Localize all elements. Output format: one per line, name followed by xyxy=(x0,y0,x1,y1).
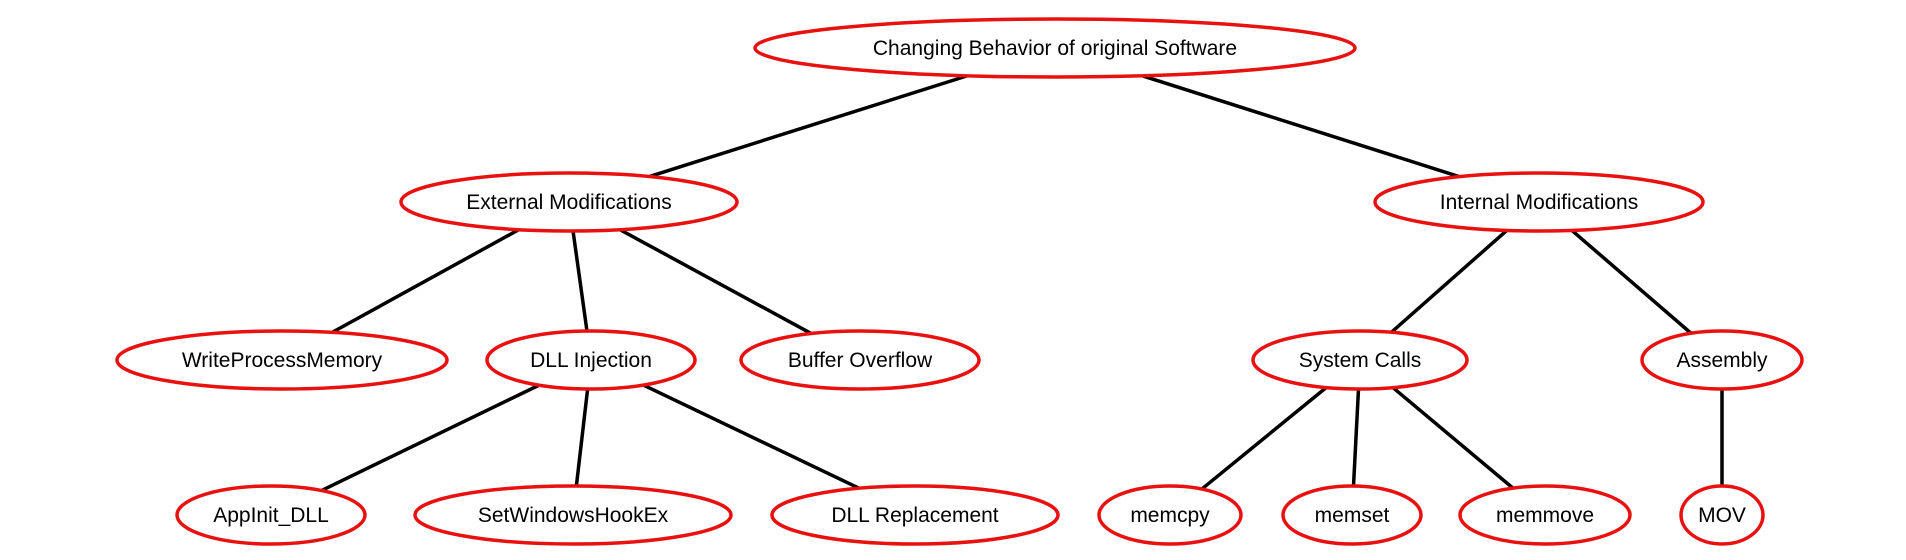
node-ellipse xyxy=(1251,329,1469,391)
edge-system_calls-to-memset xyxy=(1351,388,1361,487)
node-label: DLL Replacement xyxy=(831,504,998,527)
edge-dll_injection-to-dll_replacement xyxy=(642,383,860,490)
node-label: Buffer Overflow xyxy=(788,349,933,372)
edge-system_calls-to-memcpy xyxy=(1200,386,1328,491)
node-dll-replacement: DLL Replacement xyxy=(770,484,1060,546)
node-label: DLL Injection xyxy=(530,349,652,372)
node-memset: memset xyxy=(1281,484,1423,546)
node-label: MOV xyxy=(1698,504,1746,527)
edge-external-to-wpm xyxy=(331,228,520,334)
node-label: memcpy xyxy=(1130,504,1210,527)
node-label: Changing Behavior of original Software xyxy=(873,37,1237,60)
edge-root-to-external xyxy=(648,74,968,179)
node-appinit: AppInit_DLL xyxy=(175,484,367,546)
edge-external-to-buffer_overflow xyxy=(619,228,813,336)
node-ellipse xyxy=(413,484,733,546)
node-label: memmove xyxy=(1496,504,1594,527)
node-label: Internal Modifications xyxy=(1440,191,1638,214)
node-mov: MOV xyxy=(1679,484,1765,546)
node-label: Assembly xyxy=(1676,349,1768,372)
edge-internal-to-system_calls xyxy=(1390,229,1508,334)
node-ellipse xyxy=(399,171,739,233)
node-label: WriteProcessMemory xyxy=(182,349,383,372)
node-ellipse xyxy=(753,17,1357,79)
node-label: SetWindowsHookEx xyxy=(478,504,669,527)
node-system-calls: System Calls xyxy=(1251,329,1469,391)
node-label: External Modifications xyxy=(466,191,671,214)
edge-external-to-dll_injection xyxy=(571,230,589,332)
node-ellipse xyxy=(1373,171,1705,233)
node-ellipse xyxy=(739,329,981,391)
node-ellipse xyxy=(1458,484,1632,546)
edge-system_calls-to-memmove xyxy=(1391,386,1515,490)
edge-root-to-internal xyxy=(1141,74,1460,179)
node-assembly: Assembly xyxy=(1640,329,1804,391)
node-external: External Modifications xyxy=(399,171,739,233)
edges-layer xyxy=(320,74,1724,493)
node-dll-injection: DLL Injection xyxy=(485,329,697,391)
node-setwindowshookex: SetWindowsHookEx xyxy=(413,484,733,546)
node-ellipse xyxy=(175,484,367,546)
node-ellipse xyxy=(485,329,697,391)
node-ellipse xyxy=(1281,484,1423,546)
node-internal: Internal Modifications xyxy=(1373,171,1705,233)
edge-dll_injection-to-setwindowshookex xyxy=(574,388,590,487)
edge-internal-to-assembly xyxy=(1570,229,1693,335)
node-label: memset xyxy=(1315,504,1390,527)
node-ellipse xyxy=(1679,484,1765,546)
node-label: AppInit_DLL xyxy=(213,504,329,527)
node-ellipse xyxy=(1097,484,1243,546)
node-ellipse xyxy=(115,329,449,391)
node-buffer-overflow: Buffer Overflow xyxy=(739,329,981,391)
node-root: Changing Behavior of original Software xyxy=(753,17,1357,79)
node-label: System Calls xyxy=(1299,349,1422,372)
edge-dll_injection-to-appinit xyxy=(320,383,540,493)
node-memmove: memmove xyxy=(1458,484,1632,546)
nodes-layer: Changing Behavior of original SoftwareEx… xyxy=(115,17,1804,546)
node-wpm: WriteProcessMemory xyxy=(115,329,449,391)
node-ellipse xyxy=(770,484,1060,546)
node-ellipse xyxy=(1640,329,1804,391)
node-memcpy: memcpy xyxy=(1097,484,1243,546)
